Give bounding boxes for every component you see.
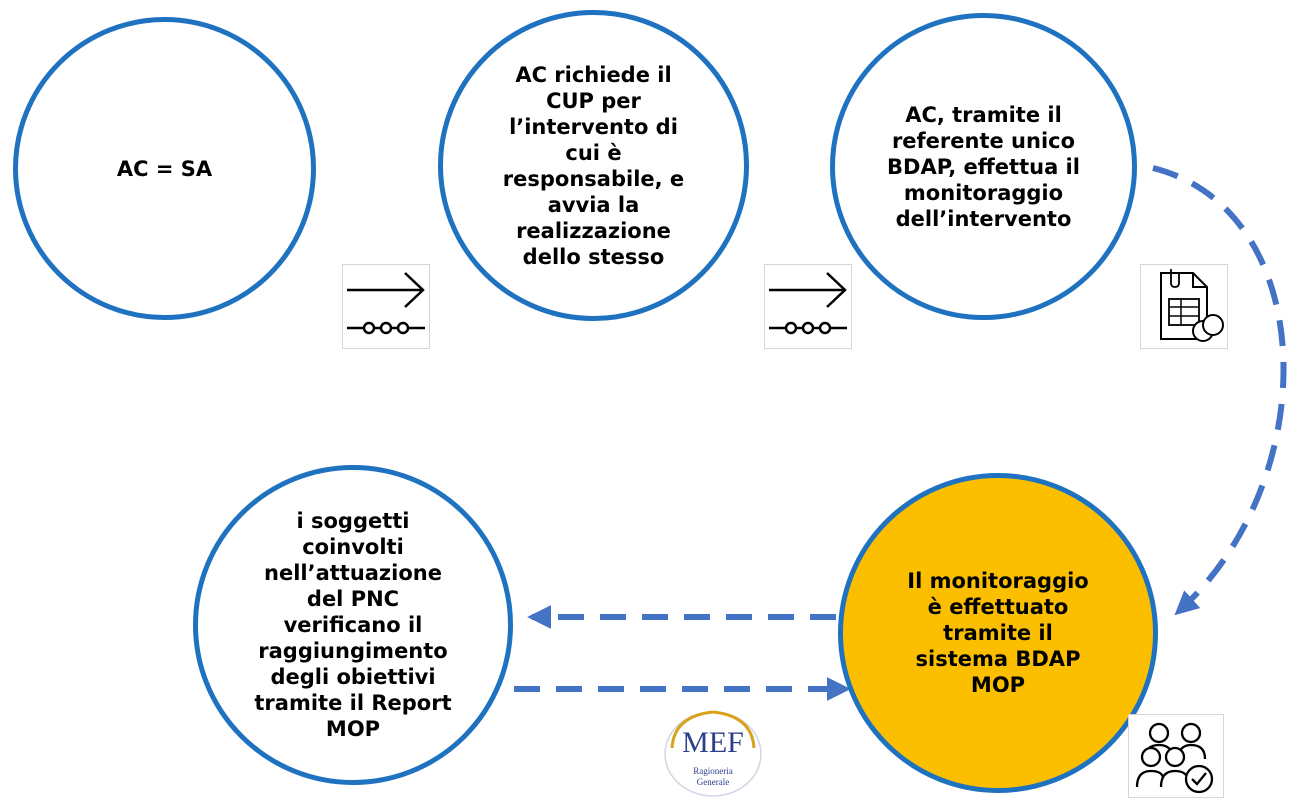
node-monitoraggio-referente-label: AC, tramite il referente unico BDAP, eff… [887, 102, 1080, 231]
process-arrow-icon [342, 264, 430, 349]
node-monitoraggio-referente: AC, tramite il referente unico BDAP, eff… [830, 13, 1137, 320]
process-arrow-icon [764, 264, 852, 349]
people-check-icon [1128, 714, 1224, 798]
node-richiede-cup-label: AC richiede il CUP per l’intervento di c… [502, 62, 685, 269]
mef-logo: MEF Ragioneria Generale [664, 710, 762, 797]
node-ac-sa: AC = SA [13, 17, 316, 320]
dashed-arrow-to-bdap-system [1152, 165, 1287, 616]
node-ac-sa-label: AC = SA [116, 156, 213, 181]
node-soggetti-pnc: i soggetti coinvolti nell’attuazione del… [193, 465, 513, 785]
node-soggetti-pnc-label: i soggetti coinvolti nell’attuazione del… [254, 509, 452, 741]
document-coins-icon [1140, 264, 1228, 349]
node-richiede-cup: AC richiede il CUP per l’intervento di c… [438, 10, 749, 321]
node-sistema-bdap: Il monitoraggio è effettuato tramite il … [838, 473, 1158, 793]
mef-acronym: MEF [682, 726, 744, 759]
node-sistema-bdap-label: Il monitoraggio è effettuato tramite il … [907, 569, 1089, 697]
mef-line2: Generale [697, 777, 729, 787]
mef-line1: Ragioneria [693, 766, 733, 776]
